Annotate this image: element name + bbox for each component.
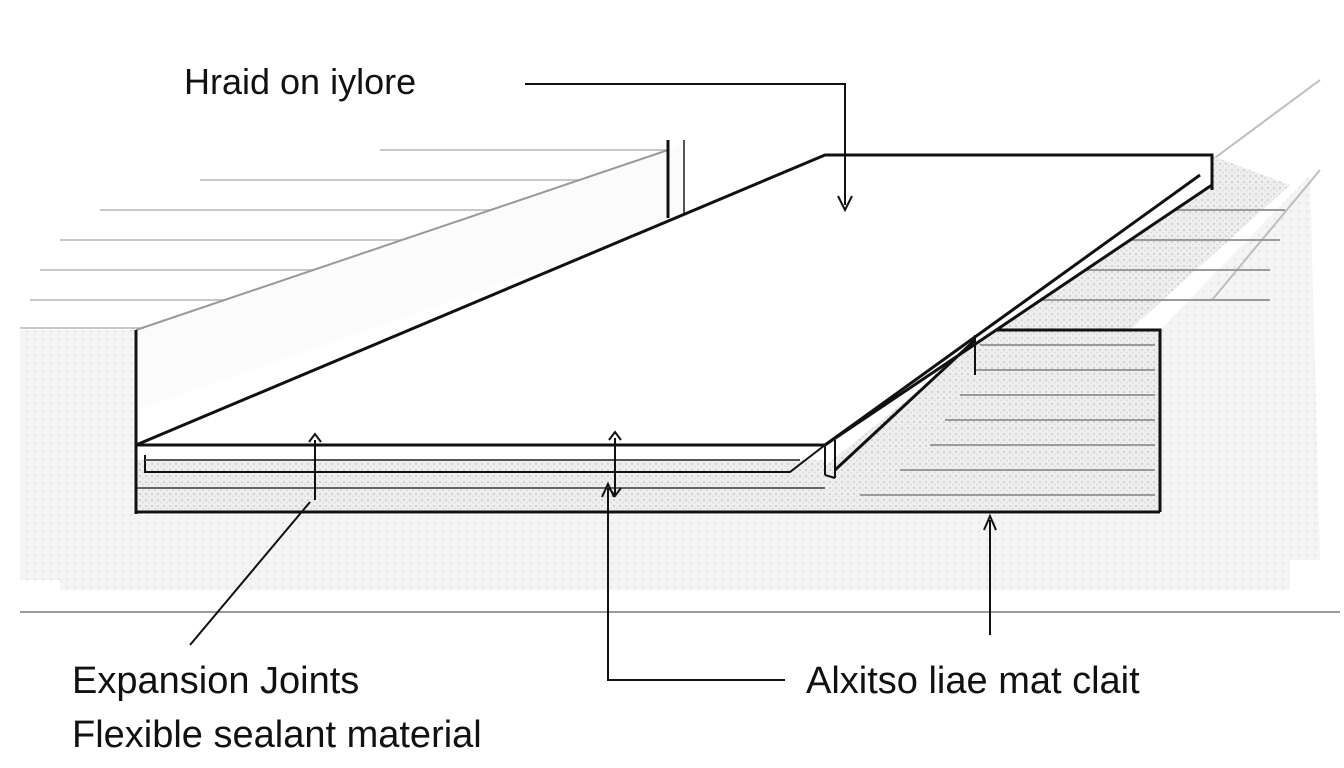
side-band [820,155,1290,512]
slab-edge [134,330,1160,514]
expansion-joints-label: Expansion Joints [72,660,360,702]
sealant-label: Flexible sealant material [72,714,482,756]
top-label: Hraid on iylore [184,61,417,102]
ground-shading [20,175,1320,590]
right-perspective-lines [1211,79,1321,301]
leader-lines [189,83,997,681]
right-label: Alxitso liae mat clait [806,660,1140,702]
back-wall [135,140,686,410]
